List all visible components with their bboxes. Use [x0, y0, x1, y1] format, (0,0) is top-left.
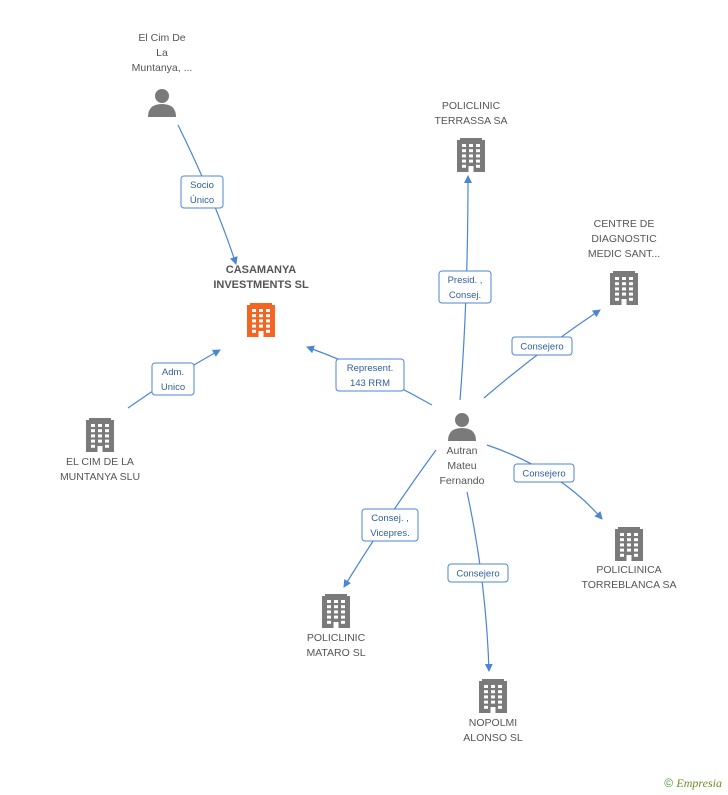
building-icon[interactable]: [247, 303, 275, 337]
node-label-line: POLICLINIC: [442, 100, 501, 112]
edge-label-line: Consej.: [449, 290, 481, 301]
edge-label[interactable]: Consejero: [513, 463, 575, 483]
edge-label-line: Vicepres.: [370, 528, 409, 539]
node-label-line: ALONSO SL: [463, 732, 523, 744]
node-elcim_person[interactable]: El Cim De LaMuntanya, ...: [132, 32, 193, 117]
edge-autran-policlinic_terrassa: Presid. , Consej.: [438, 175, 492, 401]
person-icon[interactable]: [148, 89, 176, 117]
edge-label[interactable]: Consejero: [447, 563, 509, 583]
node-label-line: Autran: [447, 445, 478, 457]
edge-label-line: Adm.: [162, 367, 184, 378]
edge-label-line: 143 RRM: [350, 378, 390, 389]
brand-initial: E: [676, 776, 684, 790]
node-label-line: NOPOLMI: [469, 717, 517, 729]
edge-label[interactable]: Consej. , Vicepres.: [361, 508, 419, 542]
node-label-line: MATARO SL: [306, 647, 365, 659]
brand-name: mpresia: [683, 776, 722, 790]
node-label-line: La: [156, 47, 168, 59]
building-icon[interactable]: [615, 527, 643, 561]
edge-label-line: Consejero: [522, 469, 565, 480]
node-label-line: POLICLINIC: [307, 632, 366, 644]
edge-label-line: Consejero: [456, 569, 499, 580]
edge-autran-casamanya: Represent. 143 RRM: [306, 345, 433, 406]
node-label-line: Muntanya, ...: [132, 62, 193, 74]
building-icon[interactable]: [610, 271, 638, 305]
node-label-line: MUNTANYA SLU: [60, 471, 140, 483]
edge-label-line: Socio: [190, 180, 214, 191]
node-centre_diagnostic[interactable]: CENTRE DE DIAGNOSTIC MEDIC SANT...: [588, 218, 660, 305]
person-icon[interactable]: [448, 413, 476, 441]
edge-label[interactable]: Presid. , Consej.: [438, 270, 492, 304]
edge-label[interactable]: Represent. 143 RRM: [335, 358, 405, 392]
node-policlinica_torreblanca[interactable]: POLICLINICA TORREBLANCA SA: [582, 527, 677, 591]
building-icon[interactable]: [322, 594, 350, 628]
edge-label[interactable]: Adm. Unico: [151, 362, 195, 396]
edge-label-line: Único: [190, 195, 214, 206]
node-elcim_slu[interactable]: EL CIM DE LA MUNTANYA SLU: [60, 418, 140, 483]
edge-elcim_slu-casamanya: Adm. Unico: [127, 349, 221, 409]
edge-label[interactable]: Consejero: [511, 336, 573, 356]
node-label-line: CENTRE DE: [594, 218, 655, 230]
node-label-line: EL CIM DE LA: [66, 456, 134, 468]
node-label-line: MEDIC SANT...: [588, 248, 660, 260]
footer: © Empresia: [664, 776, 722, 791]
node-label-line: El Cim De: [138, 32, 185, 44]
node-label-line: TORREBLANCA SA: [582, 579, 677, 591]
node-casamanya[interactable]: CASAMANYA INVESTMENTS SL: [213, 264, 309, 337]
node-policlinic_mataro[interactable]: POLICLINIC MATARO SL: [306, 594, 366, 659]
edge-label-line: Presid. ,: [448, 275, 483, 286]
node-label-line: TERRASSA SA: [435, 115, 508, 127]
node-label-line: CASAMANYA: [226, 264, 297, 276]
edge-autran-policlinica_torreblanca: Consejero: [486, 444, 603, 520]
building-icon[interactable]: [457, 138, 485, 172]
edge-autran-centre_diagnostic: Consejero: [483, 309, 601, 399]
edge-autran-policlinic_mataro: Consej. , Vicepres.: [343, 449, 437, 588]
edge-autran-nopolmi: Consejero: [447, 491, 509, 672]
brand-logo[interactable]: Empresia: [676, 776, 722, 790]
building-icon[interactable]: [86, 418, 114, 452]
edge-label-line: Consejero: [520, 342, 563, 353]
edge-label-line: Unico: [161, 382, 185, 393]
node-label-line: Fernando: [440, 475, 485, 487]
edge-label-line: Consej. ,: [371, 513, 409, 524]
copyright-symbol: ©: [664, 776, 674, 790]
node-nopolmi[interactable]: NOPOLMI ALONSO SL: [463, 679, 523, 744]
node-label-line: Mateu: [447, 460, 476, 472]
node-label-line: DIAGNOSTIC: [591, 233, 657, 245]
node-label-line: INVESTMENTS SL: [213, 279, 309, 291]
node-label-line: POLICLINICA: [596, 564, 661, 576]
edge-label-line: Represent.: [347, 363, 393, 374]
building-icon[interactable]: [479, 679, 507, 713]
node-policlinic_terrassa[interactable]: POLICLINIC TERRASSA SA: [435, 100, 508, 172]
